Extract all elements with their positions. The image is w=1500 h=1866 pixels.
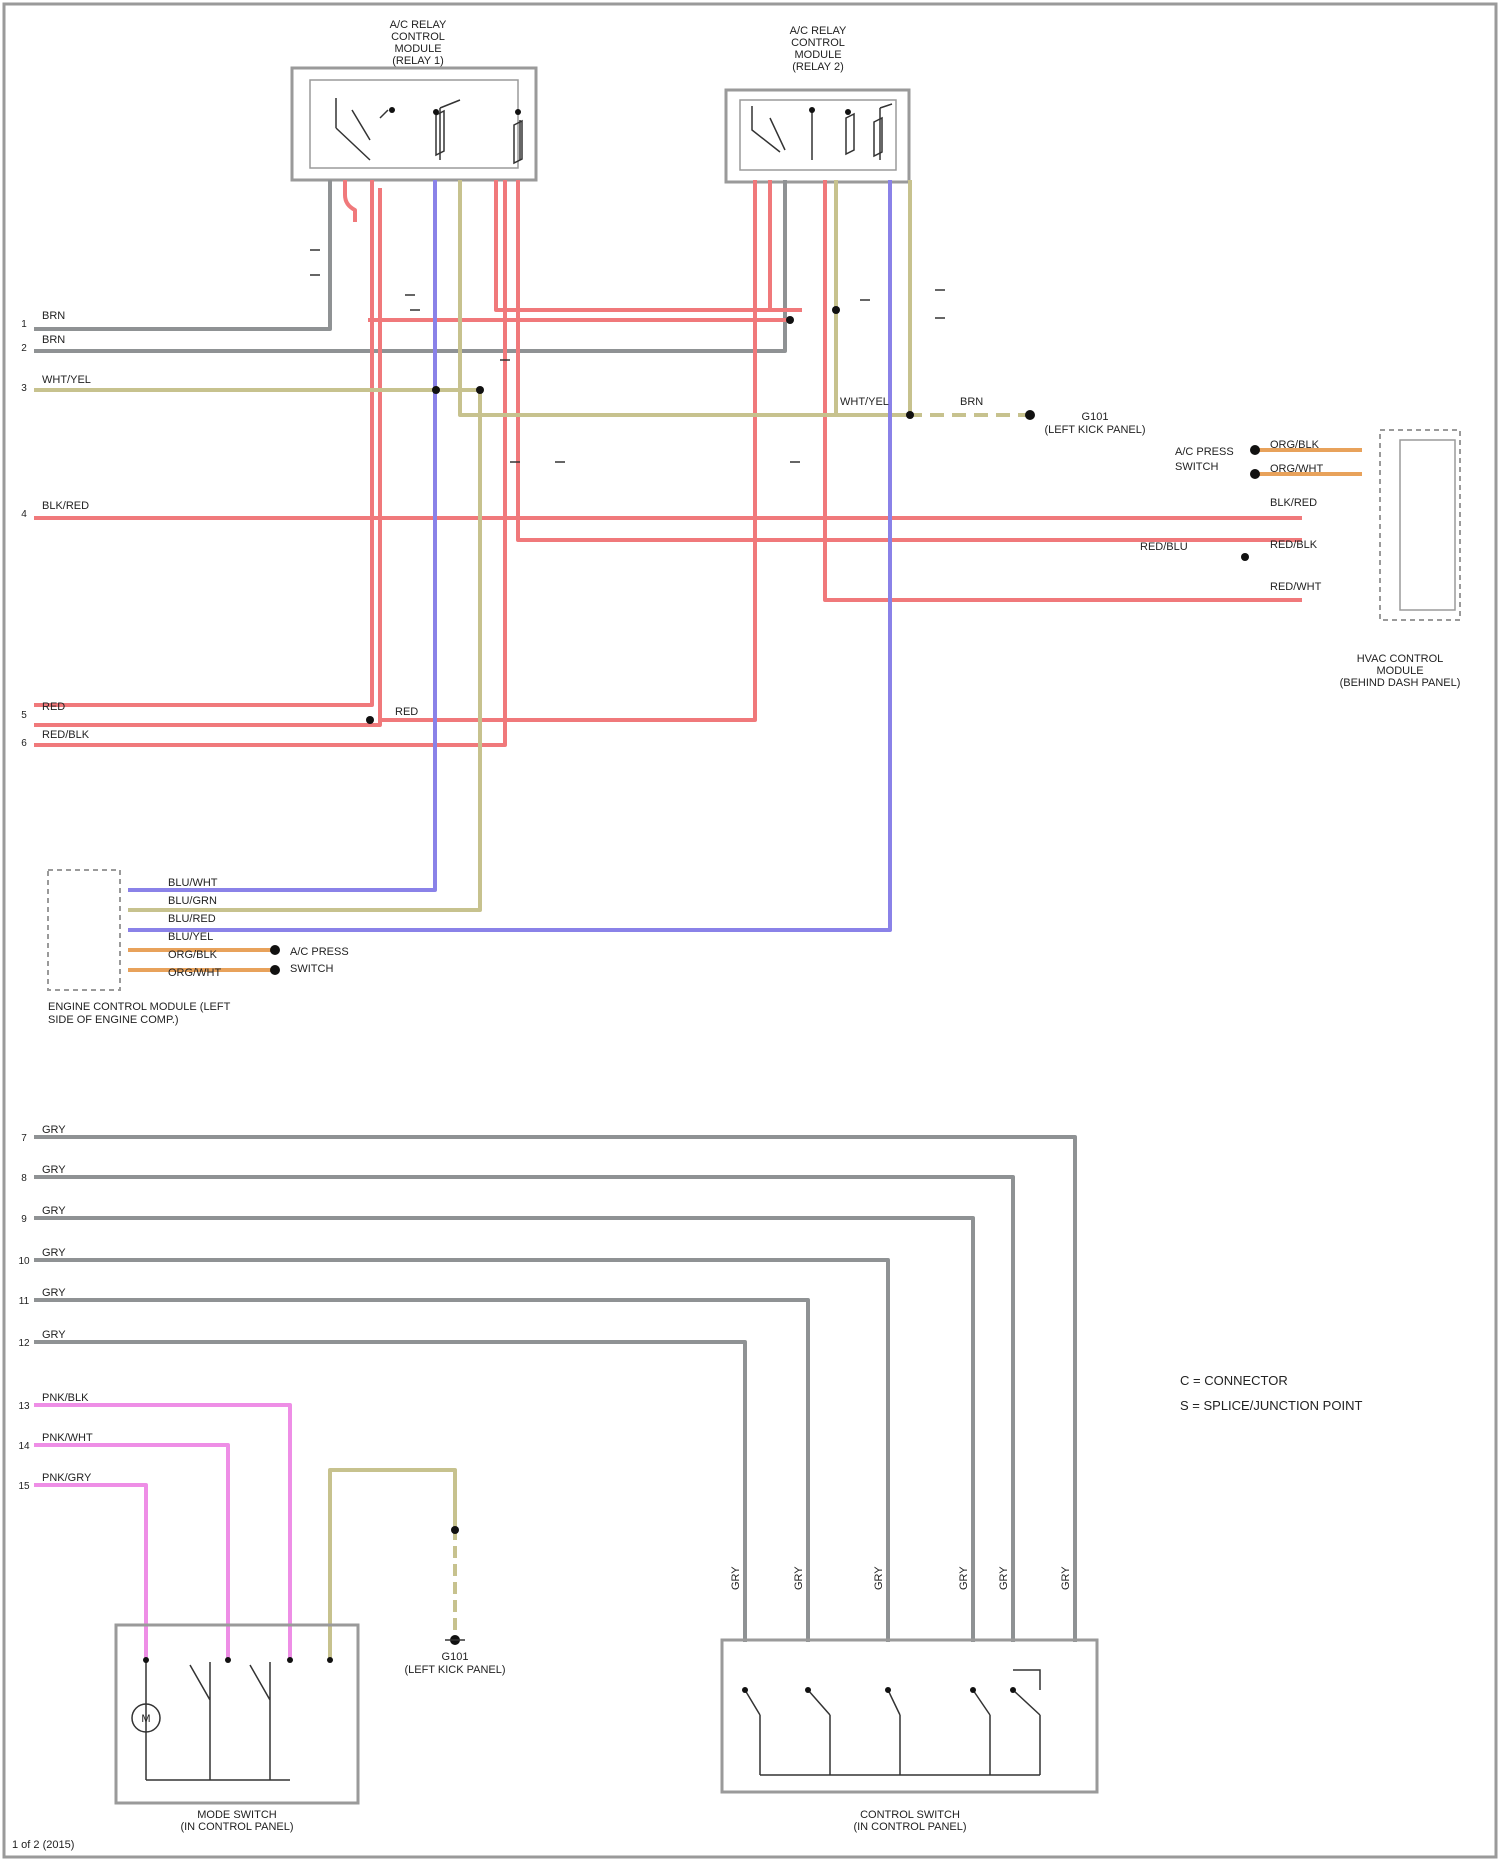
terminal-number: 3 <box>21 383 27 394</box>
control-switch-caption-line-2: (IN CONTROL PANEL) <box>853 1821 966 1833</box>
terminal-wire-color: PNK/WHT <box>42 1432 93 1444</box>
mode-switch: M MODE SWITCH (IN CONTROL PANEL) <box>116 1625 358 1833</box>
terminal-wire-color: GRY <box>42 1287 66 1299</box>
terminal-number: 2 <box>21 343 27 354</box>
terminal-number: 15 <box>18 1481 30 1492</box>
relay-1-caption-line-3: MODULE <box>394 43 441 55</box>
mode-switch-caption-line-2: (IN CONTROL PANEL) <box>180 1821 293 1833</box>
ground-1-line-2: (LEFT KICK PANEL) <box>1044 424 1145 436</box>
relay-1-caption: A/C RELAY CONTROL MODULE (RELAY 1) <box>390 19 447 67</box>
ecm-side-label-1: A/C PRESS <box>290 946 349 958</box>
top-wiring <box>36 182 1360 975</box>
ecm-pin-label: BLU/RED <box>168 913 216 925</box>
relay-1-caption-line-2: CONTROL <box>391 31 445 43</box>
switch-wire-label: GRY <box>730 1566 742 1590</box>
ecm-pin-label: ORG/BLK <box>168 949 218 961</box>
hvac-pin-label: ORG/WHT <box>1270 463 1323 475</box>
trace-label-wht-yel: WHT/YEL <box>840 396 889 408</box>
ecm-caption-line-1: ENGINE CONTROL MODULE (LEFT <box>48 1001 231 1013</box>
footer-note: 1 of 2 (2015) <box>12 1839 74 1851</box>
hvac-caption-line-1: HVAC CONTROL <box>1357 653 1444 665</box>
terminal-wire-color: GRY <box>42 1205 66 1217</box>
bottom-wiring <box>36 1137 1075 1660</box>
terminal-number: 12 <box>18 1338 30 1349</box>
terminal-number: 5 <box>21 710 27 721</box>
terminal-number: 14 <box>18 1441 30 1452</box>
relay-module-2 <box>726 90 909 182</box>
hvac-pin-label: BLK/RED <box>1270 497 1317 509</box>
ecm-caption-line-2: SIDE OF ENGINE COMP.) <box>48 1014 179 1026</box>
terminal-number: 6 <box>21 738 27 749</box>
relay-1-caption-line-1: A/C RELAY <box>390 19 447 31</box>
ecm-pin-label: BLU/WHT <box>168 877 218 889</box>
terminal-wire-color: GRY <box>42 1124 66 1136</box>
terminal-number: 8 <box>21 1173 27 1184</box>
hvac-caption-line-3: (BEHIND DASH PANEL) <box>1340 677 1461 689</box>
switch-wire-label: GRY <box>873 1566 885 1590</box>
relay-2-caption-line-4: (RELAY 2) <box>792 61 844 73</box>
switch-wire-label: GRY <box>1060 1566 1072 1590</box>
terminal-wire-color: RED <box>42 701 65 713</box>
relay-2-caption-line-3: MODULE <box>794 49 841 61</box>
trace-label-brn: BRN <box>960 396 983 408</box>
switch-wire-label: GRY <box>793 1566 805 1590</box>
ecm-pin-label: BLU/GRN <box>168 895 217 907</box>
terminal-wire-color: RED/BLK <box>42 729 90 741</box>
ecm-side-label-2: SWITCH <box>290 963 333 975</box>
mode-switch-caption-line-1: MODE SWITCH <box>197 1809 276 1821</box>
terminal-wire-color: GRY <box>42 1329 66 1341</box>
relay-2-caption-line-2: CONTROL <box>791 37 845 49</box>
terminal-wire-color: BRN <box>42 310 65 322</box>
terminal-wire-color: PNK/GRY <box>42 1472 92 1484</box>
relay-2-caption: A/C RELAY CONTROL MODULE (RELAY 2) <box>790 25 847 73</box>
terminal-wire-color: GRY <box>42 1164 66 1176</box>
terminal-wire-color: PNK/BLK <box>42 1392 89 1404</box>
hvac-pin-label: ORG/BLK <box>1270 439 1320 451</box>
terminal-number: 11 <box>19 1296 30 1307</box>
terminal-wire-color: GRY <box>42 1247 66 1259</box>
hvac-side-label-2: SWITCH <box>1175 461 1218 473</box>
terminal-wire-color: BLK/RED <box>42 500 89 512</box>
terminal-number: 10 <box>18 1256 30 1267</box>
left-terminals-bottom: 7GRY8GRY9GRY10GRY11GRY12GRY13PNK/BLK14PN… <box>18 1124 93 1492</box>
hvac-pin-label: RED/WHT <box>1270 581 1322 593</box>
relay-module-1 <box>292 68 536 180</box>
legend: C = CONNECTOR S = SPLICE/JUNCTION POINT <box>1180 1373 1362 1413</box>
ground-1: G101 (LEFT KICK PANEL) <box>1044 411 1145 436</box>
ground-2: G101 (LEFT KICK PANEL) <box>404 1651 505 1676</box>
hvac-pin-label: RED/BLK <box>1270 539 1318 551</box>
control-switch-caption-line-1: CONTROL SWITCH <box>860 1809 960 1821</box>
control-switch: CONTROL SWITCH (IN CONTROL PANEL) <box>722 1640 1097 1833</box>
ecm-pin-label: BLU/YEL <box>168 931 213 943</box>
legend-line-1: C = CONNECTOR <box>1180 1373 1288 1388</box>
legend-line-2: S = SPLICE/JUNCTION POINT <box>1180 1398 1362 1413</box>
trace-label-red: RED <box>395 706 418 718</box>
bottom-pin-labels: GRY GRY GRY GRY GRY GRY <box>730 1566 1072 1590</box>
terminal-number: 4 <box>21 509 27 520</box>
trace-label-red-blu: RED/BLU <box>1140 541 1188 553</box>
relay-2-caption-line-1: A/C RELAY <box>790 25 847 37</box>
terminal-wire-color: WHT/YEL <box>42 374 91 386</box>
ground-2-line-2: (LEFT KICK PANEL) <box>404 1664 505 1676</box>
terminal-number: 7 <box>21 1133 27 1144</box>
hvac-caption-line-2: MODULE <box>1376 665 1423 677</box>
terminal-wire-color: BRN <box>42 334 65 346</box>
terminal-number: 9 <box>21 1214 27 1225</box>
switch-wire-label: GRY <box>998 1566 1010 1590</box>
motor-symbol: M <box>141 1713 150 1725</box>
relay-1-caption-line-4: (RELAY 1) <box>392 55 444 67</box>
switch-wire-label: GRY <box>958 1566 970 1590</box>
ground-1-line-1: G101 <box>1082 411 1109 423</box>
hvac-side-label-1: A/C PRESS <box>1175 446 1234 458</box>
ecm-pin-label: ORG/WHT <box>168 967 221 979</box>
ground-2-line-1: G101 <box>442 1651 469 1663</box>
terminal-number: 1 <box>21 319 27 330</box>
terminal-number: 13 <box>18 1401 30 1412</box>
